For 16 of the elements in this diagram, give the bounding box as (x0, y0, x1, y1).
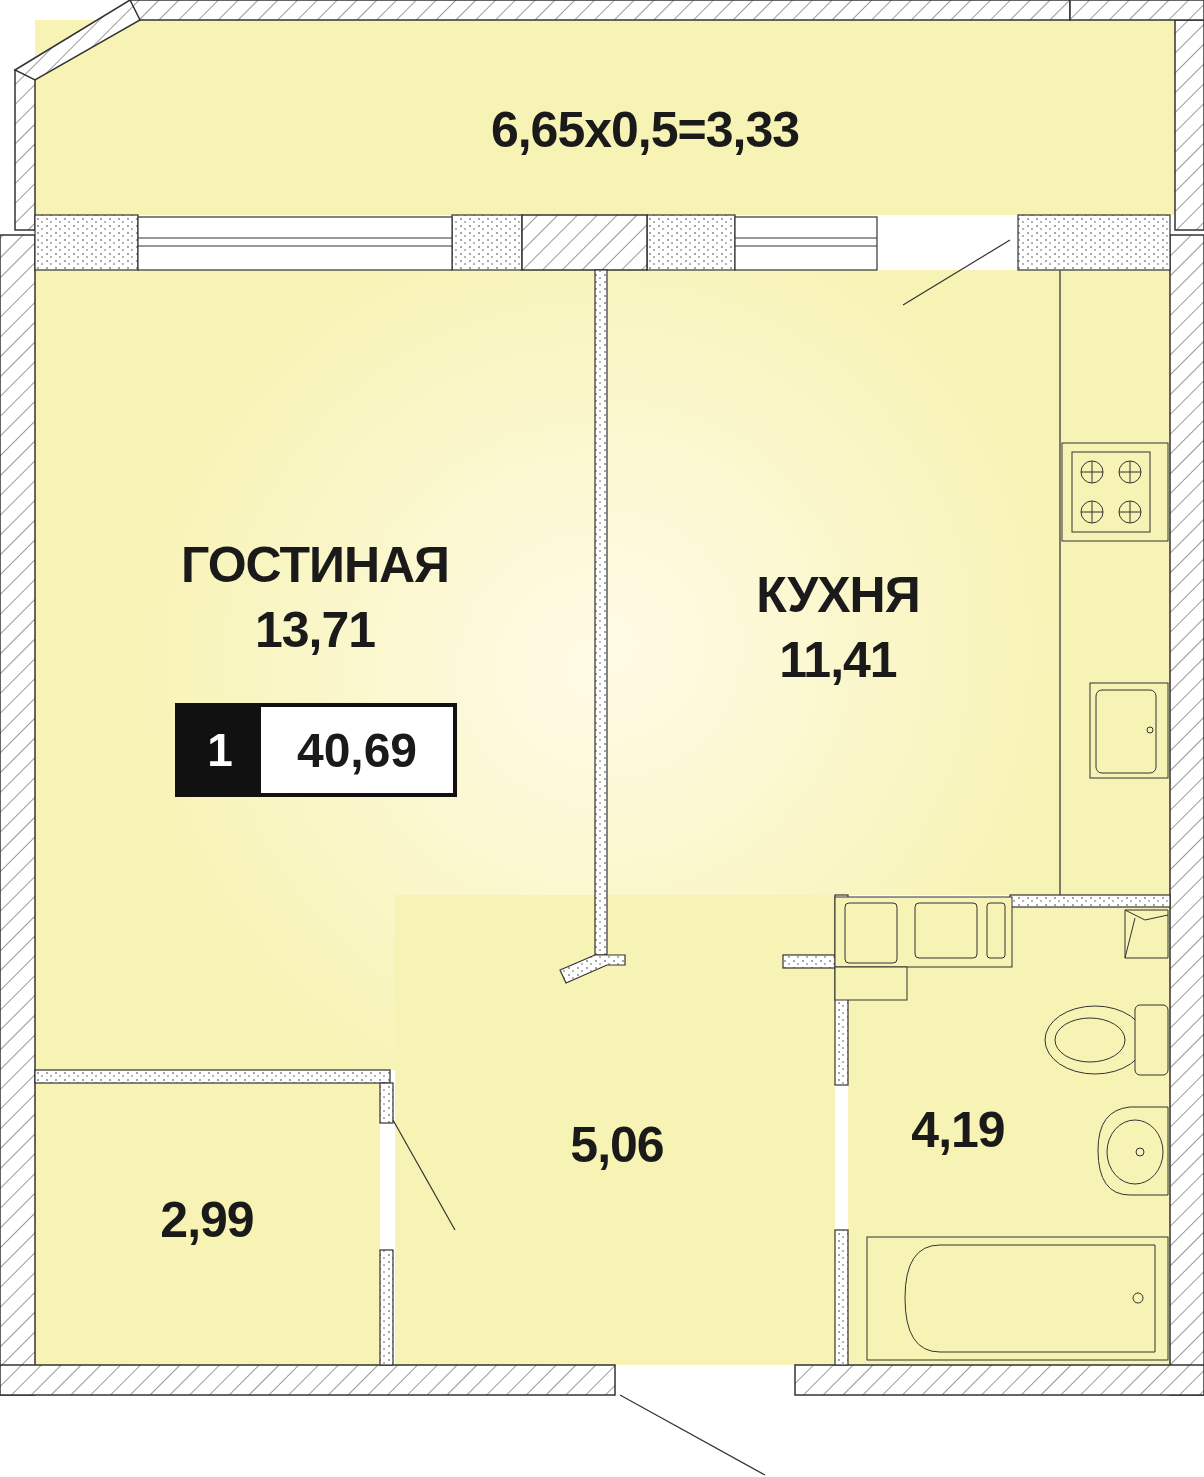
room-name: КУХНЯ (756, 566, 920, 624)
hallway-area (395, 895, 835, 1365)
area-value: 11,41 (779, 631, 897, 689)
kitchen-area (607, 270, 1170, 895)
area-value: 2,99 (160, 1191, 254, 1249)
total-area: 40,69 (261, 707, 453, 793)
apartment-badge (175, 703, 457, 797)
storage-room-area (35, 1083, 380, 1365)
room-count: 1 (179, 707, 261, 793)
balcony-area (35, 20, 1175, 215)
area-value: 13,71 (254, 601, 376, 659)
area-value: 4,19 (911, 1101, 1005, 1159)
room-name: ГОСТИНАЯ (180, 536, 450, 594)
living-room-area (35, 270, 595, 1070)
area-value: 6,65x0,5=3,33 (490, 101, 800, 159)
area-value: 5,06 (570, 1116, 664, 1174)
